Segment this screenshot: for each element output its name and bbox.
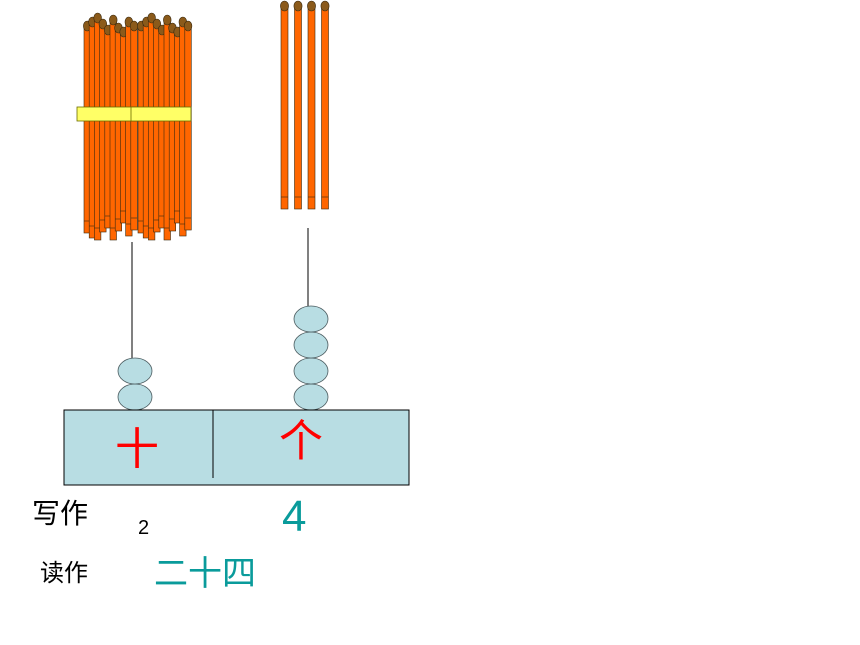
stick-head bbox=[109, 14, 118, 26]
tens-place-label: 十 bbox=[115, 424, 159, 475]
abacus-beads bbox=[117, 305, 329, 411]
stick-head bbox=[163, 14, 172, 26]
stick-head bbox=[320, 0, 330, 12]
stick-head bbox=[98, 18, 107, 30]
stick bbox=[130, 25, 138, 231]
ten-stick-bundle bbox=[76, 12, 139, 241]
tens-bead bbox=[117, 357, 153, 385]
ones-bead bbox=[293, 357, 329, 385]
stick-head bbox=[147, 12, 156, 24]
write-as-label: 写作 bbox=[32, 497, 89, 530]
stick-head bbox=[293, 0, 303, 12]
stick-head bbox=[152, 18, 161, 30]
ones-bead bbox=[293, 383, 329, 411]
stick bbox=[280, 5, 289, 210]
stick bbox=[184, 25, 192, 231]
ten-stick-bundle bbox=[130, 12, 193, 241]
ones-bead bbox=[293, 305, 329, 333]
ones-place-label: 个 bbox=[279, 416, 323, 467]
tens-bead bbox=[117, 383, 153, 411]
written-tens-digit: 2 bbox=[138, 517, 150, 539]
stick-head bbox=[93, 12, 102, 24]
ones-bead bbox=[293, 331, 329, 359]
counting-board bbox=[63, 409, 410, 486]
stick-head bbox=[129, 20, 139, 32]
stick bbox=[321, 5, 329, 210]
written-ones-digit: 4 bbox=[282, 492, 307, 541]
stick-head bbox=[307, 0, 316, 12]
read-as-value: 二十四 bbox=[154, 554, 256, 594]
stick bbox=[294, 5, 302, 210]
read-as-label: 读作 bbox=[40, 559, 88, 587]
stick bbox=[307, 5, 316, 210]
loose-sticks bbox=[280, 0, 330, 210]
ten-stick-bundles bbox=[76, 12, 193, 241]
bundle-band bbox=[76, 106, 138, 122]
stick-head bbox=[280, 0, 289, 12]
bundle-band bbox=[130, 106, 192, 122]
stick-head bbox=[183, 20, 193, 32]
